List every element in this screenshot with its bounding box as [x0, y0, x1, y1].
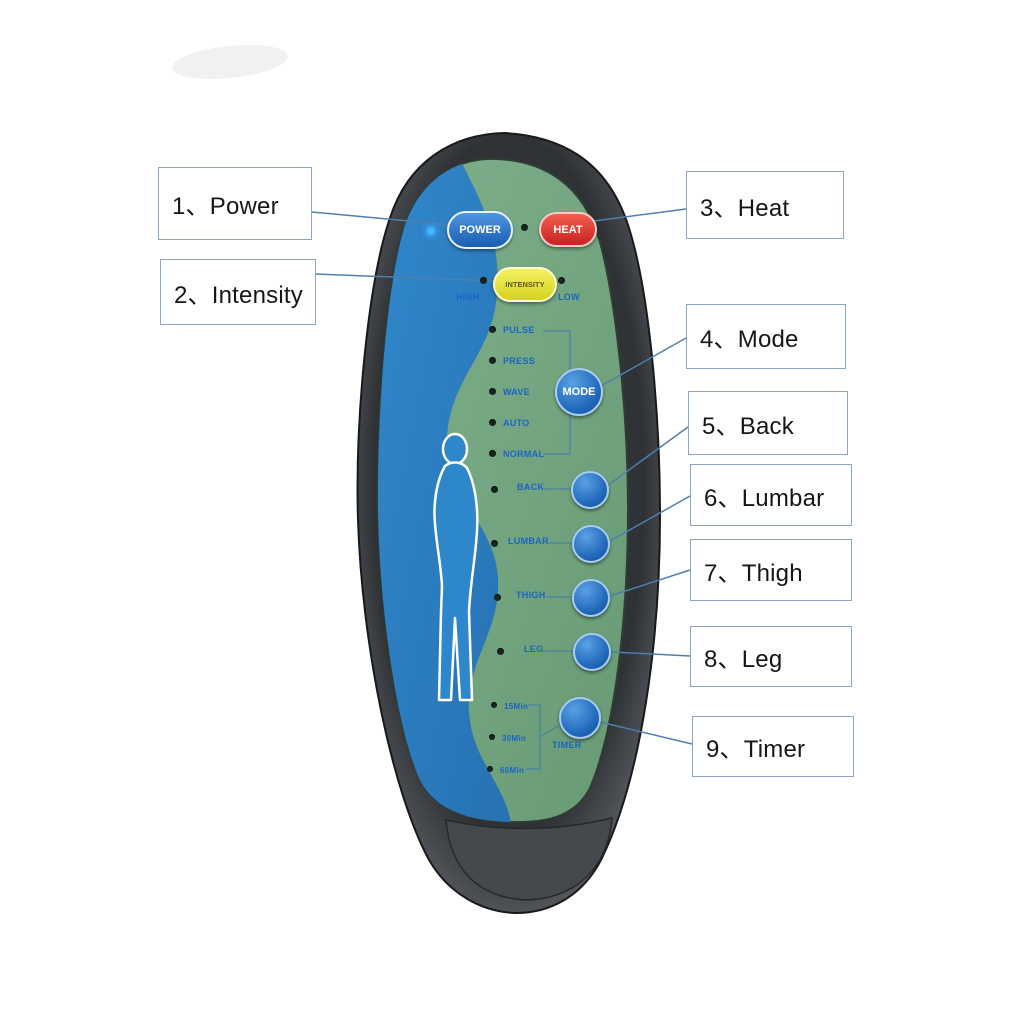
wave-led [489, 388, 496, 395]
zone-label-back: BACK [517, 482, 545, 492]
heat-button: HEAT [539, 212, 597, 247]
high-label: HIGH [456, 292, 480, 302]
power-led [427, 227, 435, 235]
zone-label-lumbar: LUMBAR [508, 536, 549, 546]
timer-60min-led [487, 766, 493, 772]
thigh-button [572, 579, 610, 617]
callout-line-back [606, 426, 689, 487]
power-button: POWER [447, 211, 513, 249]
back-button [571, 471, 609, 509]
callout-line-power [311, 211, 453, 226]
zone-label-leg: LEG [524, 644, 544, 654]
timer-button [559, 697, 601, 739]
human-figure-icon [433, 432, 479, 702]
timer-option-30min: 30Min [502, 734, 527, 743]
timer-label: TIMER [552, 740, 582, 750]
callout-line-mode [600, 337, 687, 387]
lumbar-button [572, 525, 610, 563]
bottom-cap [445, 817, 613, 901]
callout-lumbar-label: 6、Lumbar [704, 484, 825, 512]
callout-lumbar: 6、Lumbar [690, 464, 852, 526]
timer-option-60min: 60Min [500, 766, 525, 775]
callout-line-heat [593, 208, 687, 222]
callout-line-lumbar [609, 495, 691, 542]
callout-leg-label: 8、Leg [704, 646, 783, 673]
mode-button: MODE [555, 368, 603, 416]
callout-power-label: 1、Power [172, 193, 279, 220]
callout-thigh-label: 7、Thigh [704, 559, 803, 587]
callout-power: 1、Power [158, 167, 312, 240]
intensity-low-led [558, 277, 565, 284]
lumbar-led [491, 540, 498, 547]
callout-back: 5、Back [688, 391, 848, 455]
leg-led [497, 648, 504, 655]
mode-label-wave: WAVE [503, 387, 531, 397]
intensity-button: INTENSITY [493, 267, 557, 302]
callout-line-leg [611, 651, 691, 657]
mode-label-press: PRESS [503, 356, 536, 366]
timer-option-15min: 15Min [504, 702, 529, 711]
mode-label-auto: AUTO [503, 418, 530, 428]
press-led [489, 357, 496, 364]
normal-led [489, 450, 496, 457]
timer-30min-led [489, 734, 495, 740]
callout-line-timer [599, 721, 693, 745]
mode-label-pulse: PULSE [503, 325, 535, 335]
callout-heat-label: 3、Heat [700, 194, 790, 222]
mode-label-normal: NORMAL [503, 449, 545, 459]
callout-back-label: 5、Back [702, 412, 794, 440]
low-label: LOW [558, 292, 580, 302]
callout-timer: 9、Timer [692, 716, 854, 777]
callout-leg: 8、Leg [690, 626, 852, 687]
callout-mode-label: 4、Mode [700, 326, 799, 353]
leg-button [573, 633, 611, 671]
timer-15min-led [491, 702, 497, 708]
intensity-high-led [480, 277, 487, 284]
callout-intensity-label: 2、Intensity [174, 281, 303, 309]
callout-intensity: 2、Intensity [160, 259, 316, 325]
background-smudge [172, 44, 288, 80]
callout-line-thigh [609, 569, 691, 597]
callout-line-intensity [314, 273, 497, 282]
auto-led [489, 419, 496, 426]
thigh-led [494, 594, 501, 601]
callout-heat: 3、Heat [686, 171, 844, 239]
heat-led [521, 224, 528, 231]
callout-timer-label: 9、Timer [706, 736, 806, 763]
callout-thigh: 7、Thigh [690, 539, 852, 601]
callout-mode: 4、Mode [686, 304, 846, 369]
pulse-led [489, 326, 496, 333]
back-led [491, 486, 498, 493]
zone-label-thigh: THIGH [516, 590, 546, 600]
